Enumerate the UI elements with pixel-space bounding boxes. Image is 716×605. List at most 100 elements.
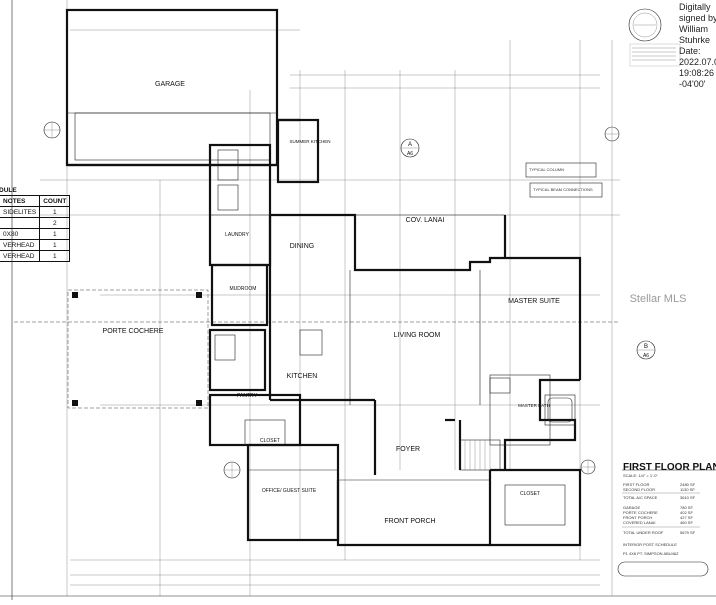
sig-line-1: Digitally [679, 2, 711, 12]
schedule-cell-count: 1 [39, 250, 71, 262]
area-label-6: FRONT PORCH [623, 515, 652, 520]
area-value-6: 427 SF [680, 515, 693, 520]
north-arrow-icon [43, 121, 61, 139]
room-label-foyer: FOYER [396, 446, 420, 453]
note-column: TYPICAL COLUMN [525, 162, 597, 178]
schedule-header-notes: NOTES [0, 195, 41, 207]
door-schedule: DULE NOTES COUNT SIDELITES 1 2 0X80 1 VE… [0, 186, 71, 262]
column-marker [196, 292, 202, 298]
section-b-sheet: A6 [643, 353, 649, 359]
area-label-2: SECOND FLOOR [623, 487, 655, 492]
area-value-4: 780 SF [680, 505, 693, 510]
sig-line-4: Stuhrke [679, 35, 710, 45]
table-row: VERHEAD 1 [0, 239, 71, 251]
plan-scale: SCALE: 1/4" = 1'-0" [623, 473, 658, 478]
sig-line-7: 19:08:26 [679, 68, 714, 78]
schedule-header-row: NOTES COUNT [0, 195, 71, 207]
garage [65, 8, 300, 167]
section-marker-b: B A6 [636, 340, 656, 360]
section-a-sheet: A6 [407, 151, 413, 157]
schedule-cell-notes: SIDELITES [0, 206, 41, 218]
area-value-1: 2480 SF [680, 482, 696, 487]
room-label-kitchen: KITCHEN [287, 373, 318, 380]
schedule-cell-count: 1 [39, 239, 71, 251]
area-value-8: 5679 SF [680, 530, 696, 535]
area-label-8: TOTAL UNDER ROOF [623, 530, 664, 535]
room-label-mudroom: MUDROOM [230, 286, 257, 292]
summer-kitchen-block [276, 118, 320, 184]
area-value-2: 1130 SF [680, 487, 695, 492]
section-a-letter: A [408, 142, 412, 148]
table-row: 0X80 1 [0, 228, 71, 240]
room-label-dining: DINING [290, 243, 315, 250]
room-label-cov-lanai: COV. LANAI [406, 217, 445, 224]
table-row: SIDELITES 1 [0, 206, 71, 218]
office-wing [208, 393, 340, 542]
area-value-3: 3610 SF [680, 495, 696, 500]
area-value-7: 460 SF [680, 520, 693, 525]
table-row: 2 [0, 217, 71, 229]
room-label-office: OFFICE/ GUEST SUITE [262, 488, 317, 494]
title-block: FIRST FLOOR PLAN SCALE: 1/4" = 1'-0" FIR… [617, 462, 716, 577]
revision-cloud [617, 561, 709, 577]
schedule-header-count: COUNT [39, 195, 71, 207]
schedule-cell-count: 1 [39, 206, 71, 218]
schedule-cell-notes: VERHEAD [0, 250, 41, 262]
porte-cochere [67, 289, 209, 409]
column-marker [72, 292, 78, 298]
room-label-master-suite: MASTER SUITE [508, 298, 560, 305]
engineer-seal [628, 8, 681, 67]
room-label-master-bath: MASTER BATH [518, 403, 550, 408]
room-label-front-porch: FRONT PORCH [384, 518, 435, 525]
column-marker [72, 400, 78, 406]
schedule-cell-notes: VERHEAD [0, 239, 41, 251]
section-marker-a: A A6 [400, 138, 420, 158]
room-label-summer-kitchen: SUMMER KITCHEN [289, 139, 330, 144]
master-bath-block [489, 374, 576, 446]
digital-signature: Digitally signed by William Stuhrke Date… [679, 2, 716, 89]
schedule-title: DULE [0, 187, 17, 194]
area-label-1: FIRST FLOOR [623, 482, 649, 487]
area-label-5: PORTE COCHERE [623, 510, 658, 515]
sig-line-6: 2022.07.01 [679, 57, 716, 67]
compass-left-icon [223, 461, 241, 479]
service-core [208, 143, 272, 392]
area-label-3: TOTAL A/C SPACE [623, 495, 658, 500]
room-label-living-room: LIVING ROOM [394, 332, 441, 339]
sig-line-8: -04'00' [679, 79, 706, 89]
room-label-closet-right: CLOSET [520, 491, 540, 497]
column-marker [196, 400, 202, 406]
area-label-7: COVERED LANAI [623, 520, 655, 525]
schedule-cell-count: 2 [39, 217, 71, 229]
schedule-cell-notes [0, 217, 41, 229]
sig-line-3: William [679, 24, 708, 34]
room-label-pantry: PANTRY [237, 393, 257, 399]
plan-title: FIRST FLOOR PLAN [623, 462, 716, 473]
schedule-cell-notes: 0X80 [0, 228, 41, 240]
sig-line-2: signed by [679, 13, 716, 23]
compass-far-right-icon [604, 126, 620, 142]
post-schedule-title: INTERIOR POST SCHEDULE [623, 542, 677, 547]
table-row: VERHEAD 1 [0, 250, 71, 262]
schedule-cell-count: 1 [39, 228, 71, 240]
note-beam-text: TYPICAL BEAM CONNECTIONS [533, 187, 593, 192]
room-label-porte-cochere: PORTE COCHERE [103, 328, 164, 335]
sig-line-5: Date: [679, 46, 701, 56]
room-label-laundry: LAUNDRY [225, 232, 249, 238]
compass-right-icon [580, 459, 596, 475]
watermark-text: Stellar MLS [630, 293, 687, 305]
room-label-closet-left: CLOSET [260, 438, 280, 444]
post-schedule-note: P1 4X6 PT. SIMPSON ABU46Z [623, 551, 679, 556]
note-column-text: TYPICAL COLUMN [529, 167, 564, 172]
main-house [268, 213, 582, 475]
section-b-letter: B [644, 344, 648, 350]
room-label-garage: GARAGE [155, 81, 185, 88]
area-value-5: 402 SF [680, 510, 693, 515]
note-beam: TYPICAL BEAM CONNECTIONS [529, 182, 603, 198]
schedule-table: NOTES COUNT SIDELITES 1 2 0X80 1 VERHEAD… [0, 195, 71, 262]
stairs [459, 439, 501, 471]
area-label-4: GARAGE [623, 505, 640, 510]
front-porch-block [336, 468, 582, 547]
